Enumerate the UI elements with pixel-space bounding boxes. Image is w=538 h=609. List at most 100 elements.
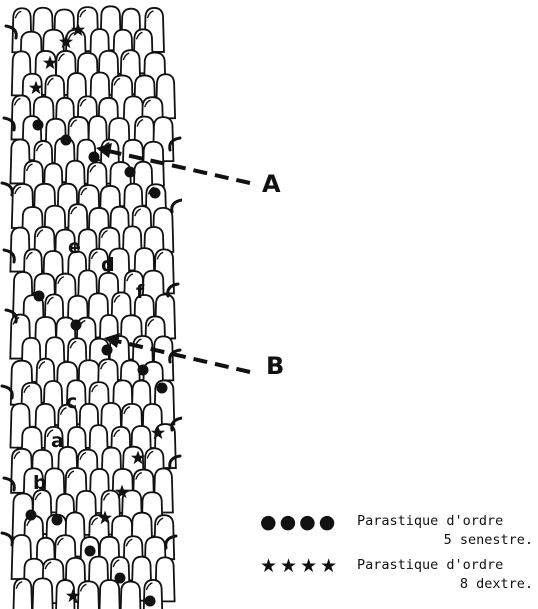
scale-leaf	[77, 580, 100, 609]
parastichy-markers	[25, 22, 168, 607]
callout-b: B	[104, 333, 284, 380]
leaf-shade	[34, 492, 42, 501]
leaf-hook	[2, 116, 16, 132]
star-symbols: ★★★★	[260, 555, 341, 577]
background-mask	[182, 0, 262, 609]
scale-leaf	[98, 579, 121, 609]
leaf-shade	[14, 10, 22, 19]
leaf-shade	[15, 581, 23, 589]
leaf-shade	[90, 517, 98, 526]
leaf-shade	[13, 451, 21, 460]
leaf-shade	[136, 118, 144, 127]
legend: ●●●● Parastique d'ordre 5 senestre. ★★★★…	[260, 512, 535, 602]
leaf-shade	[123, 406, 131, 415]
legend-line: Parastique d'ordre	[357, 513, 504, 529]
leaf-shade	[143, 99, 151, 108]
scale-leaf	[119, 580, 142, 609]
callout-b-label: B	[266, 352, 284, 380]
dot-marker	[60, 134, 72, 146]
leaf-shade	[57, 53, 65, 62]
leaf-shade	[70, 206, 78, 215]
leaf-letter-b: b	[33, 472, 47, 494]
leaf-shade	[113, 429, 121, 438]
leaf-hook	[0, 384, 14, 400]
leaf-shade	[13, 97, 21, 106]
dot-marker	[137, 364, 149, 376]
leaf-shade	[113, 77, 121, 86]
leaf-hook	[2, 476, 16, 492]
legend-line: 5 senestre.	[443, 532, 533, 548]
star-marker	[114, 484, 130, 499]
leaf-shade	[36, 229, 44, 238]
star-marker	[70, 22, 86, 37]
leaf-shade	[79, 451, 87, 460]
leaf-letter-d: d	[101, 254, 115, 276]
callout-b-arrow-line	[111, 338, 251, 374]
star-marker	[65, 588, 81, 603]
dot-symbols: ●●●●	[260, 511, 339, 533]
leaf-shade	[126, 273, 134, 282]
leaf-shade	[89, 164, 97, 173]
leaf-shade	[156, 517, 164, 526]
leaf-shade	[113, 294, 121, 303]
legend-text-dots: Parastique d'ordre 5 senestre.	[357, 512, 537, 550]
leaf-shade	[122, 52, 130, 61]
star-marker	[150, 425, 166, 440]
leaf-shade	[67, 470, 75, 479]
dot-marker	[149, 187, 161, 199]
leaf-shade	[125, 538, 133, 547]
leaf-shade	[79, 9, 87, 18]
leaf-letter-a: a	[51, 430, 64, 452]
leaf-shade	[91, 384, 98, 393]
shoot-with-scale-leaves	[0, 0, 262, 609]
leaf-hook	[168, 454, 182, 470]
dot-marker	[101, 344, 113, 356]
leaf-hook	[168, 136, 182, 152]
leaf-shade	[102, 492, 110, 501]
leaf-hook	[168, 348, 182, 364]
scale-leaf	[55, 579, 76, 609]
leaf-shade	[69, 340, 77, 349]
leaf-shade	[46, 77, 54, 86]
callout-a-arrow-line	[103, 148, 251, 185]
leaf-shade	[90, 251, 98, 260]
leaf-shade	[70, 119, 77, 128]
star-marker	[42, 55, 58, 70]
star-marker	[97, 510, 113, 525]
leaf-shade	[25, 163, 33, 172]
legend-line: 8 dextre.	[459, 576, 533, 592]
leaf-shade	[135, 471, 142, 480]
leaf-shade	[147, 318, 155, 327]
leaf-shade	[57, 276, 65, 285]
leaf-letter-e: e	[68, 236, 81, 258]
leaf-shade	[100, 229, 108, 238]
dot-marker	[51, 514, 63, 526]
leaf-hook	[0, 531, 14, 547]
leaf-hook	[170, 198, 184, 214]
callout-b-arrowhead	[104, 333, 120, 348]
dot-marker	[70, 319, 82, 331]
leaf-hook	[4, 24, 18, 40]
scale-leaf	[12, 577, 33, 609]
leaf-hook	[164, 534, 178, 550]
leaf-shade	[146, 450, 154, 459]
callout-a-label: A	[262, 170, 281, 198]
dot-marker	[88, 151, 100, 163]
dot-marker	[144, 595, 156, 607]
leaf-shade	[44, 561, 52, 570]
leaf-shade	[46, 296, 54, 305]
scale-leaf	[31, 577, 54, 609]
leaf-hook	[0, 181, 14, 197]
leaf-shade	[67, 31, 75, 40]
leaf-shade	[80, 187, 88, 196]
dot-marker	[114, 572, 126, 584]
leaf-shade	[112, 559, 120, 568]
leaf-shade	[14, 186, 22, 195]
star-marker	[58, 34, 74, 49]
leaf-hook	[166, 282, 180, 298]
leaf-shade	[56, 537, 64, 546]
leaf-hook	[170, 416, 184, 432]
leaf-shade	[59, 407, 67, 415]
dot-marker	[25, 509, 37, 521]
